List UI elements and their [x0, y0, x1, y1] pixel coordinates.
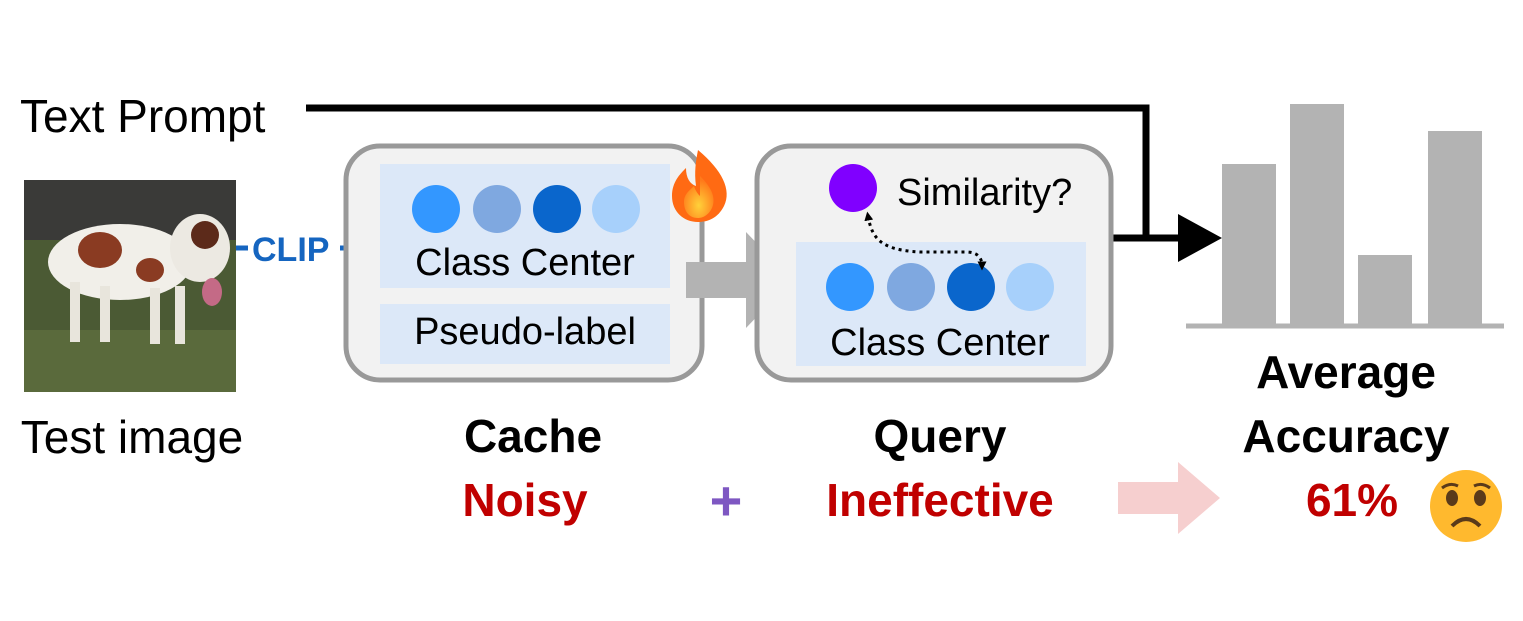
- query-feature-dot: [829, 164, 877, 212]
- accuracy-label: Accuracy: [1242, 410, 1450, 462]
- cache-class-dot: [412, 185, 460, 233]
- clip-label: CLIP: [252, 231, 329, 269]
- similarity-label: Similarity?: [897, 172, 1072, 214]
- query-class-center-label: Class Center: [830, 322, 1050, 364]
- text-prompt-label: Text Prompt: [20, 90, 266, 142]
- average-label: Average: [1256, 346, 1436, 398]
- cache-class-center-label: Class Center: [415, 242, 635, 284]
- ineffective-label: Ineffective: [826, 474, 1054, 526]
- fire-icon: [672, 150, 727, 222]
- query-class-dot: [1006, 263, 1054, 311]
- prompt-arrow-head: [1178, 214, 1222, 262]
- text-prompt-line: [306, 104, 1190, 242]
- plus-sign: +: [710, 469, 743, 532]
- accuracy-bars: [1186, 104, 1504, 329]
- cache-class-dot: [592, 185, 640, 233]
- pseudo-label-box: [380, 304, 670, 364]
- query-caption: Query: [874, 410, 1007, 462]
- cache-class-dot: [473, 185, 521, 233]
- noisy-label: Noisy: [462, 474, 588, 526]
- query-class-dot: [887, 263, 935, 311]
- accuracy-bar: [1358, 255, 1412, 326]
- sad-face-icon: [1430, 470, 1502, 542]
- result-arrow: [1118, 462, 1220, 534]
- dog-photo: [24, 180, 236, 392]
- test-image-label: Test image: [21, 411, 243, 463]
- accuracy-bar: [1222, 164, 1276, 326]
- query-class-dot: [947, 263, 995, 311]
- pseudo-label-text: Pseudo-label: [414, 311, 636, 353]
- cache-caption: Cache: [464, 410, 602, 462]
- query-class-dot: [826, 263, 874, 311]
- cache-class-dot: [533, 185, 581, 233]
- accuracy-bar: [1290, 104, 1344, 326]
- similarity-arrow: [864, 211, 987, 271]
- accuracy-value: 61%: [1306, 474, 1398, 526]
- accuracy-bar: [1428, 131, 1482, 326]
